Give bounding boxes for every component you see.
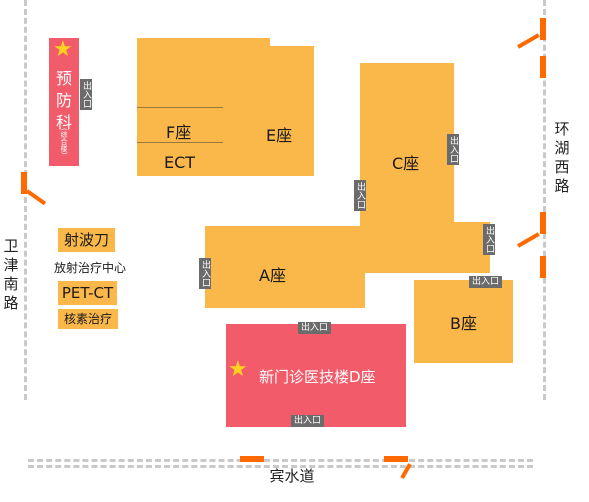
building-a-label: A座: [259, 266, 286, 285]
exit-d-north[interactable]: 出入口: [298, 322, 332, 334]
building-e-label: E座: [266, 126, 293, 145]
building-c[interactable]: [360, 63, 454, 273]
gamma-knife-label: 射波刀: [58, 228, 115, 252]
exit-c-east[interactable]: 出入口: [447, 134, 459, 165]
south-road-line-2: [28, 465, 533, 468]
gate-marker-east-2: [540, 56, 546, 78]
building-ect-label: ECT: [164, 153, 196, 172]
gate-marker-west: [21, 172, 27, 194]
prevention-sub: (综合楼): [60, 128, 68, 155]
building-d-label: 新门诊医技楼D座: [259, 368, 376, 386]
building-a-link: [358, 226, 368, 273]
gate-marker-east-1: [540, 18, 546, 40]
exit-d-south[interactable]: 出入口: [291, 415, 325, 427]
petct-label: PET-CT: [58, 281, 117, 305]
building-b[interactable]: [414, 280, 513, 363]
prevention-char-1: 预: [56, 69, 73, 88]
building-c-label: C座: [392, 154, 420, 173]
east-road-line: [543, 0, 546, 400]
radiotherapy-label: 放射治疗中心: [54, 261, 127, 275]
exit-prevention[interactable]: 出入口: [80, 79, 92, 110]
exit-b-north[interactable]: 出入口: [469, 276, 503, 288]
gate-marker-south-1: [240, 456, 264, 462]
exit-c-wing[interactable]: 出入口: [483, 224, 495, 255]
exit-a-west[interactable]: 出入口: [199, 258, 211, 289]
building-ef-notch: [270, 38, 314, 46]
building-b-label: B座: [450, 314, 477, 333]
star-icon: ★: [53, 37, 73, 62]
exit-c-west[interactable]: 出入口: [354, 180, 366, 211]
divider-f-top: [137, 107, 223, 108]
nuclear-label: 核素治疗: [58, 309, 118, 329]
gate-marker-east-3-diag: [517, 232, 540, 248]
gate-marker-east-3: [540, 212, 546, 234]
gate-marker-east-1-diag: [517, 33, 540, 49]
gate-marker-east-4: [540, 256, 546, 278]
west-road-name: 卫津南路: [3, 237, 19, 312]
prevention-char-3: 科: [56, 113, 73, 132]
building-a[interactable]: [205, 226, 365, 308]
star-icon: ★: [228, 357, 248, 382]
divider-f-bottom: [137, 142, 223, 143]
gate-marker-west-diag: [25, 189, 47, 206]
west-road-line: [24, 0, 27, 400]
building-d[interactable]: [226, 324, 406, 427]
building-prevention[interactable]: [49, 38, 79, 166]
prevention-char-2: 防: [56, 91, 73, 110]
building-f-label: F座: [166, 123, 192, 142]
east-road-name: 环湖西路: [554, 120, 570, 195]
gate-marker-south-2: [384, 456, 408, 462]
south-road-name: 宾水道: [269, 467, 315, 485]
south-road-line-1: [28, 459, 533, 462]
